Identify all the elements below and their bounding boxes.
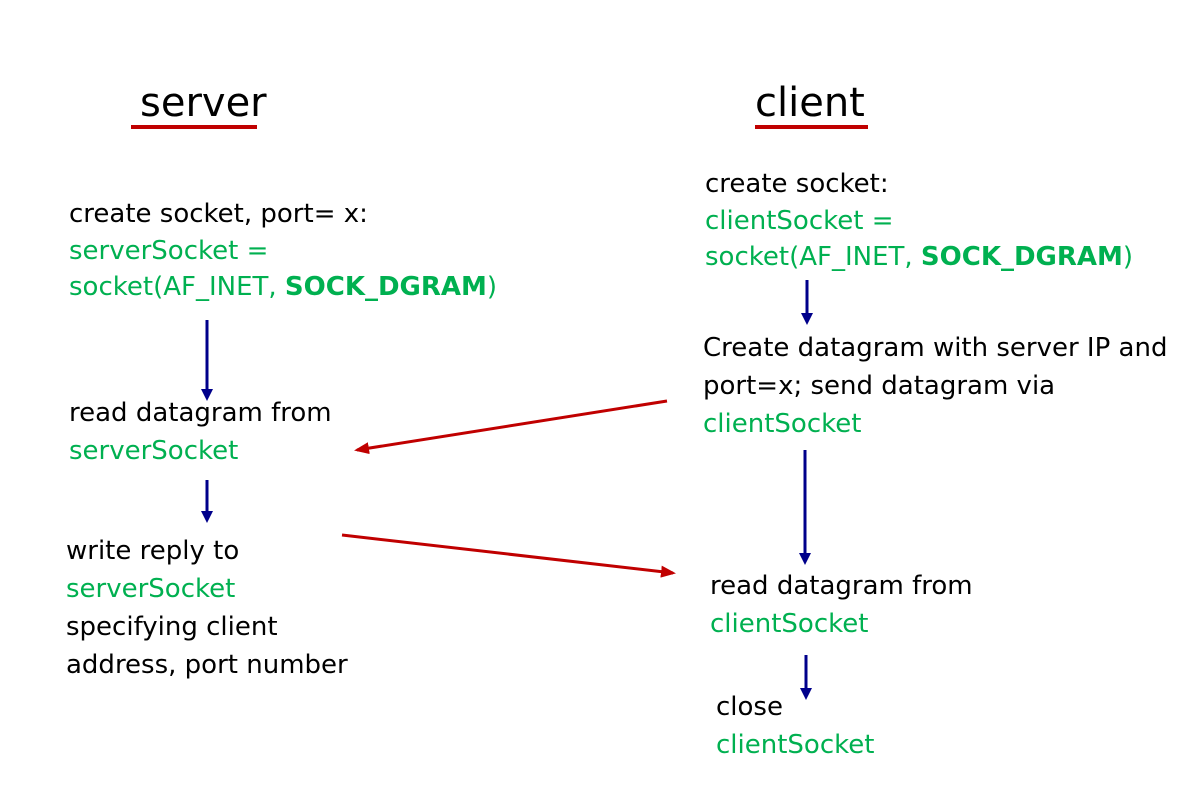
- client-socket-call-suffix: ): [1122, 242, 1134, 272]
- server-create-socket-step: create socket, port= x: serverSocket = s…: [69, 195, 497, 305]
- client-create-socket-label: create socket:: [705, 169, 889, 199]
- server-heading: server: [140, 80, 267, 126]
- server-read-datagram-step: read datagram from serverSocket: [69, 394, 332, 470]
- client-socket-type: SOCK_DGRAM: [920, 242, 1123, 272]
- client-read-datagram-step: read datagram from clientSocket: [710, 567, 973, 643]
- client-socket-call-prefix: socket(AF_INET,: [705, 242, 921, 272]
- client-create-socket-step: create socket: clientSocket = socket(AF_…: [705, 165, 1133, 275]
- client-read-socket: clientSocket: [710, 609, 869, 639]
- client-socket-assignment: clientSocket =: [705, 206, 894, 236]
- client-close-step: close clientSocket: [716, 688, 874, 764]
- client-send-line-1: Create datagram with server IP and: [703, 333, 1168, 363]
- server-read-socket: serverSocket: [69, 436, 239, 466]
- client-to-server-message-arrow: [354, 399, 668, 455]
- client-heading-underline: [755, 125, 868, 129]
- client-send-line-2: port=x; send datagram via: [703, 371, 1056, 401]
- server-write-label: write reply to: [66, 536, 240, 566]
- server-socket-call: socket(AF_INET, SOCK_DGRAM): [69, 269, 497, 305]
- server-to-client-message-arrow: [341, 533, 676, 578]
- server-socket-call-prefix: socket(AF_INET,: [69, 272, 285, 302]
- server-create-socket-label: create socket, port= x:: [69, 199, 368, 229]
- server-socket-call-suffix: ): [486, 272, 498, 302]
- client-socket-call: socket(AF_INET, SOCK_DGRAM): [705, 239, 1133, 275]
- client-send-datagram-step: Create datagram with server IP and port=…: [703, 329, 1167, 443]
- server-write-detail-1: specifying client: [66, 612, 278, 642]
- server-write-reply-step: write reply to serverSocket specifying c…: [66, 532, 348, 684]
- client-close-label: close: [716, 692, 783, 722]
- server-socket-assignment: serverSocket =: [69, 236, 269, 266]
- server-socket-type: SOCK_DGRAM: [284, 272, 487, 302]
- client-read-label: read datagram from: [710, 571, 973, 601]
- client-heading: client: [755, 80, 865, 126]
- client-close-socket: clientSocket: [716, 730, 875, 760]
- server-write-socket: serverSocket: [66, 574, 236, 604]
- server-write-detail-2: address, port number: [66, 650, 348, 680]
- server-heading-underline: [131, 125, 257, 129]
- client-send-socket: clientSocket: [703, 409, 862, 439]
- server-read-label: read datagram from: [69, 398, 332, 428]
